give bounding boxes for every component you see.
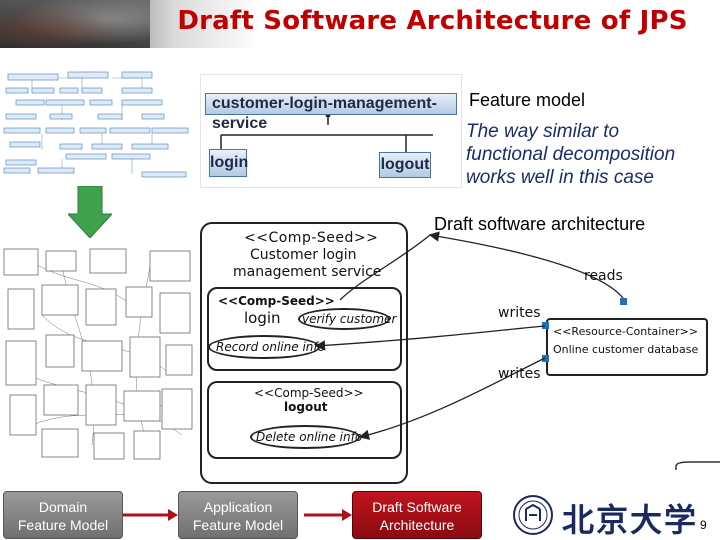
decomposition-note: The way similar to functional decomposit… [466,120,706,189]
nav-line: Application [203,499,273,515]
university-name: 北京大学 [562,501,699,539]
note-line: works well in this case [466,167,654,188]
port-reads [620,298,627,305]
record-online-feature: Record online info [216,340,325,354]
logout-name: logout [284,400,328,414]
note-line: functional decomposition [466,144,676,165]
feature-login-node: login [209,149,248,177]
port-writes-logout [542,355,549,362]
resource-container [546,318,708,376]
architecture-label: Draft software architecture [434,214,646,234]
feature-model-label: Feature model [469,90,586,110]
login-stereotype: <<Comp-Seed>> [218,294,335,308]
nav-line: Draft Software [372,499,462,515]
outer-name-line1: Customer login [250,247,357,263]
page-number: 9 [700,518,707,532]
page-title: Draft Software Architecture of JPS [177,6,688,36]
relation-writes-login: writes [498,305,541,321]
feature-model-zoom: customer-login-management-service login … [200,74,462,188]
relation-reads: reads [584,268,623,284]
nav-domain-feature-model[interactable]: Domain Feature Model [3,491,123,539]
university-seal-icon [513,495,553,535]
resource-stereotype: <<Resource-Container>> [553,325,699,338]
nav-application-feature-model[interactable]: Application Feature Model [178,491,298,539]
relation-writes-logout: writes [498,366,541,382]
nav-line: Architecture [379,517,455,533]
down-arrow-icon [68,186,112,238]
nav-line: Feature Model [17,517,109,533]
login-name: login [244,309,281,327]
verify-customer-feature: verify customer [302,312,397,326]
outer-stereotype: <<Comp-Seed>> [244,230,379,246]
feature-model-thumbnail [3,71,189,178]
resource-name: Online customer database [553,343,699,356]
logout-stereotype: <<Comp-Seed>> [254,386,364,400]
port-writes-login [542,322,549,329]
nav-draft-software-architecture[interactable]: Draft Software Architecture [352,491,482,539]
header-photo [0,0,150,48]
nav-line: Domain [38,499,88,515]
outer-name-line2: management service [233,264,382,280]
delete-online-feature: Delete online info [256,430,363,444]
note-line: The way similar to [466,121,620,142]
architecture-thumbnail [3,248,193,460]
feature-root-node: customer-login-management-service [205,93,457,132]
nav-line: Feature Model [192,517,284,533]
verify-customer-ellipse [298,308,390,330]
feature-logout-node: logout [379,152,431,178]
